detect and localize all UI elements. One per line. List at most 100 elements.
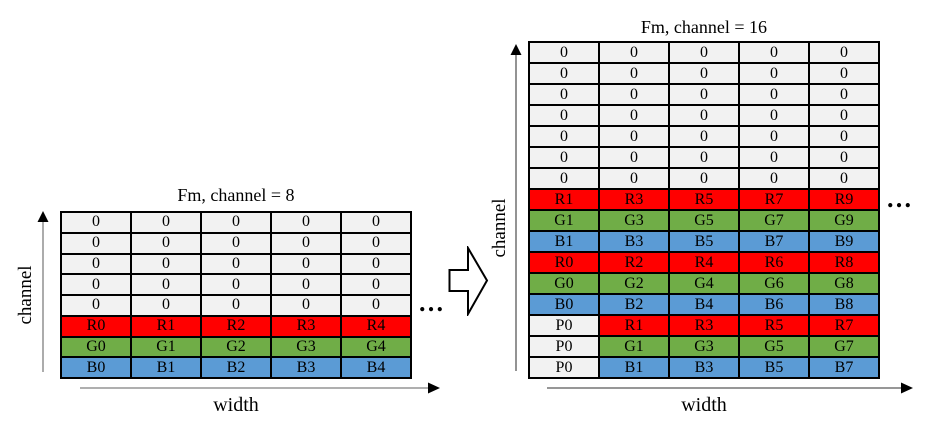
grid-cell: B4 xyxy=(670,295,738,314)
grid-cell: 0 xyxy=(740,43,808,62)
grid-cell: B1 xyxy=(530,232,598,251)
right-y-axis-label: channel xyxy=(489,198,510,258)
grid-cell: 0 xyxy=(740,127,808,146)
grid-cell: R0 xyxy=(530,253,598,272)
grid-cell: B3 xyxy=(272,358,340,377)
grid-cell: R2 xyxy=(600,253,668,272)
grid-cell: 0 xyxy=(670,43,738,62)
grid-cell: G4 xyxy=(342,337,410,357)
grid-cell: R3 xyxy=(272,316,340,336)
grid-cell: 0 xyxy=(740,148,808,167)
grid-cell: R9 xyxy=(810,190,878,209)
grid-cell: 0 xyxy=(530,43,598,62)
grid-cell: 0 xyxy=(600,64,668,83)
grid-cell: R4 xyxy=(342,316,410,336)
grid-cell: 0 xyxy=(600,169,668,188)
grid-cell: B8 xyxy=(810,295,878,314)
grid-cell: 0 xyxy=(342,233,410,253)
grid-cell: 0 xyxy=(272,296,340,315)
grid-cell: 0 xyxy=(740,106,808,125)
grid-cell: B1 xyxy=(600,358,668,377)
grid-cell: R5 xyxy=(740,316,808,335)
grid-cell: 0 xyxy=(202,254,270,274)
grid-cell: B5 xyxy=(740,358,808,377)
right-continuation-ellipsis: … xyxy=(886,184,914,213)
grid-cell: 0 xyxy=(132,254,200,274)
left-x-axis-label: width xyxy=(213,394,259,416)
grid-cell: P0 xyxy=(530,316,598,335)
grid-cell: 0 xyxy=(600,148,668,167)
grid-cell: G2 xyxy=(202,337,270,357)
grid-cell: G1 xyxy=(600,337,668,356)
left-y-axis-label: channel xyxy=(15,265,36,325)
grid-cell: G3 xyxy=(272,337,340,357)
grid-cell: 0 xyxy=(810,169,878,188)
grid-cell: 0 xyxy=(530,85,598,104)
grid-cell: 0 xyxy=(670,106,738,125)
grid-cell: G3 xyxy=(670,337,738,356)
left-diagram-title: Fm, channel = 8 xyxy=(177,185,295,205)
grid-cell: 0 xyxy=(272,275,340,294)
grid-cell: R7 xyxy=(740,190,808,209)
grid-cell: 0 xyxy=(202,275,270,294)
grid-cell: R3 xyxy=(670,316,738,335)
grid-cell: 0 xyxy=(600,43,668,62)
grid-cell: B0 xyxy=(62,358,130,377)
grid-cell: B5 xyxy=(670,232,738,251)
grid-cell: 0 xyxy=(342,275,410,294)
grid-cell: 0 xyxy=(62,254,130,274)
grid-cell: 0 xyxy=(202,213,270,232)
grid-cell: 0 xyxy=(62,233,130,253)
grid-cell: 0 xyxy=(530,148,598,167)
grid-cell: 0 xyxy=(342,296,410,315)
left-continuation-ellipsis: … xyxy=(418,288,446,317)
grid-cell: 0 xyxy=(600,127,668,146)
grid-cell: 0 xyxy=(132,275,200,294)
grid-cell: 0 xyxy=(530,106,598,125)
grid-cell: 0 xyxy=(272,254,340,274)
right-x-axis-arrow-icon xyxy=(547,382,913,394)
grid-cell: G2 xyxy=(600,274,668,293)
grid-cell: R3 xyxy=(600,190,668,209)
grid-cell: 0 xyxy=(670,127,738,146)
grid-cell: B7 xyxy=(810,358,878,377)
grid-cell: G7 xyxy=(810,337,878,356)
grid-cell: G4 xyxy=(670,274,738,293)
grid-cell: G5 xyxy=(670,211,738,230)
grid-cell: R1 xyxy=(530,190,598,209)
left-x-axis-arrow-icon xyxy=(80,382,440,394)
grid-cell: 0 xyxy=(670,148,738,167)
grid-cell: 0 xyxy=(272,213,340,232)
grid-cell: G6 xyxy=(740,274,808,293)
grid-cell: 0 xyxy=(810,127,878,146)
grid-cell: 0 xyxy=(740,169,808,188)
grid-cell: B4 xyxy=(342,358,410,377)
grid-cell: G1 xyxy=(132,337,200,357)
right-y-axis-arrow-icon xyxy=(510,44,522,371)
grid-cell: 0 xyxy=(62,213,130,232)
grid-cell: 0 xyxy=(132,233,200,253)
grid-cell: 0 xyxy=(530,64,598,83)
grid-cell: G0 xyxy=(62,337,130,357)
grid-cell: 0 xyxy=(530,169,598,188)
grid-cell: 0 xyxy=(670,64,738,83)
